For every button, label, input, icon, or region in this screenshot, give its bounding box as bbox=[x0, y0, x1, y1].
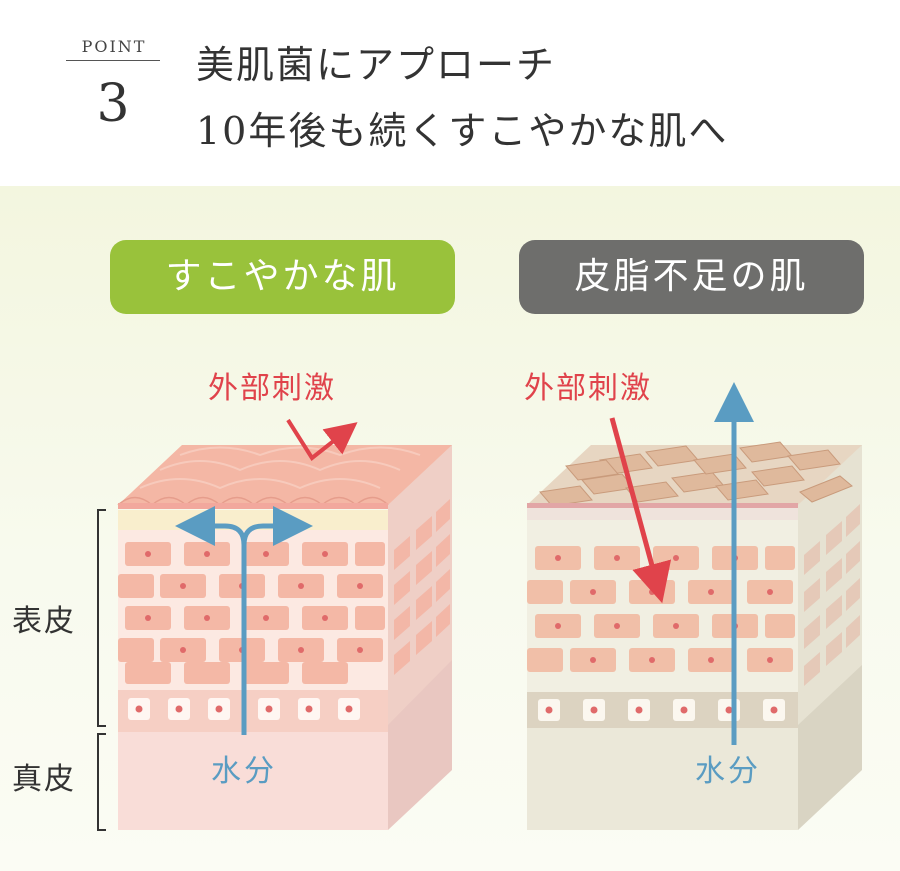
point-label: POINT bbox=[81, 37, 147, 56]
dry-skin-block: 外部刺激 水分 bbox=[524, 371, 862, 830]
healthy-skin-block: 外部刺激 水分 bbox=[117, 371, 452, 830]
point-divider bbox=[66, 60, 160, 61]
dry-moisture-label: 水分 bbox=[695, 754, 761, 789]
healthy-stimulus-label: 外部刺激 bbox=[208, 371, 336, 406]
headline-line-2: 10年後も続くすこやかな肌へ bbox=[196, 109, 729, 153]
dry-skin-badge: 皮脂不足の肌 bbox=[519, 240, 864, 314]
dry-stimulus-label: 外部刺激 bbox=[524, 371, 652, 406]
stimulus-penetrating-arrow bbox=[609, 417, 672, 604]
layer-bracket bbox=[97, 509, 106, 831]
stimulus-deflected-arrow bbox=[286, 418, 358, 461]
point-number: 3 bbox=[96, 74, 130, 134]
healthy-skin-badge: すこやかな肌 bbox=[110, 240, 455, 314]
header: POINT 3 美肌菌にアプローチ 10年後も続くすこやかな肌へ bbox=[0, 0, 900, 186]
healthy-moisture-label: 水分 bbox=[211, 754, 277, 789]
epidermis-label: 表皮 bbox=[12, 604, 76, 639]
headline-line-1: 美肌菌にアプローチ bbox=[196, 43, 557, 87]
moisture-retained-arrow bbox=[175, 506, 313, 735]
dermis-label: 真皮 bbox=[12, 762, 76, 797]
